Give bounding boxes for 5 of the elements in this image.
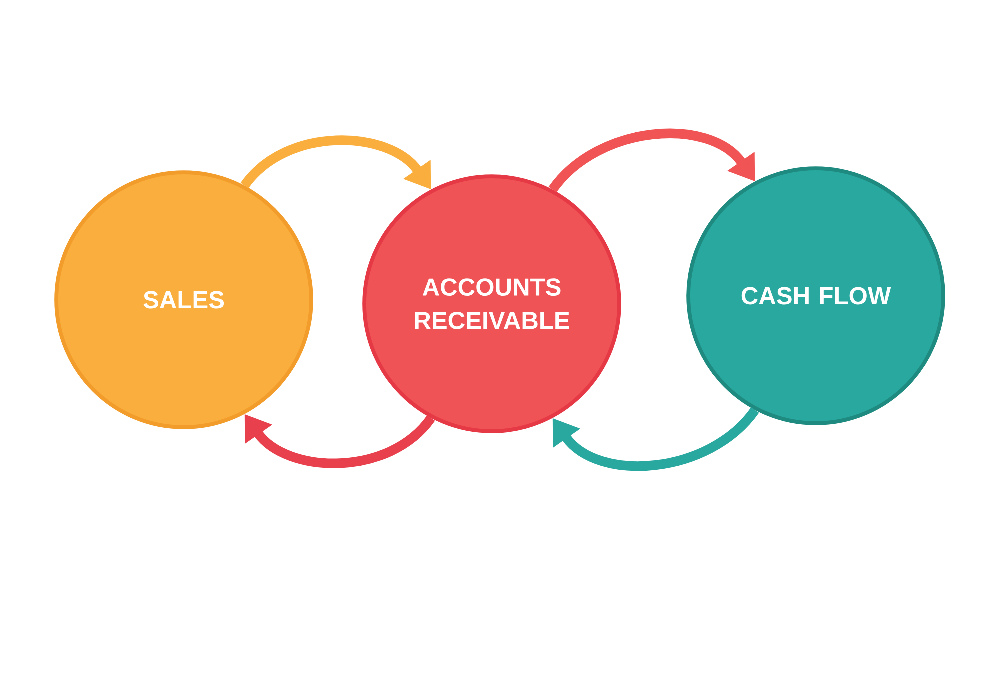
circle-node: ACCOUNTS RECEIVABLE — [362, 174, 622, 434]
curved-arrow — [552, 407, 759, 472]
circle-node: CASH FLOW — [686, 166, 946, 426]
curved-arrow — [549, 128, 756, 193]
circle-node: SALES — [54, 170, 314, 430]
